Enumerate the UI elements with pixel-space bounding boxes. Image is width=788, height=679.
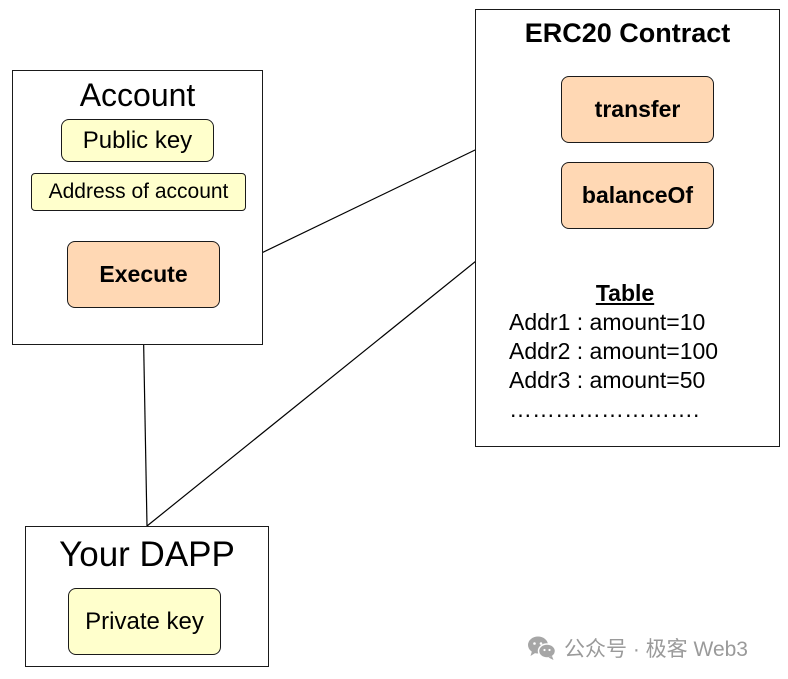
- balanceof-box[interactable]: balanceOf: [561, 162, 714, 229]
- public-key-box: Public key: [61, 119, 214, 162]
- address-label: Address of account: [48, 180, 229, 203]
- account-panel: Account Public key Address of account Ex…: [12, 70, 263, 345]
- private-key-box: Private key: [68, 588, 221, 655]
- balanceof-label: balanceOf: [581, 182, 694, 208]
- execute-label: Execute: [99, 261, 188, 287]
- account-title: Account: [79, 77, 196, 113]
- watermark-text: 公众号 · 极客 Web3: [564, 638, 748, 661]
- transfer-label: transfer: [594, 96, 681, 122]
- dapp-title: Your DAPP: [59, 535, 235, 574]
- address-box: Address of account: [31, 173, 246, 211]
- public-key-label: Public key: [82, 126, 193, 154]
- wechat-icon: [528, 636, 557, 660]
- table-title: Table: [595, 280, 655, 306]
- table-row: Addr3 : amount=50: [509, 367, 706, 393]
- contract-title: ERC20 Contract: [524, 18, 731, 48]
- balance-table: Table Addr1 : amount=10 Addr2 : amount=1…: [509, 279, 749, 424]
- table-row: …………………….: [509, 396, 700, 422]
- table-row: Addr2 : amount=100: [509, 338, 719, 364]
- transfer-box[interactable]: transfer: [561, 76, 714, 143]
- table-row: Addr1 : amount=10: [509, 309, 706, 335]
- dapp-panel: Your DAPP Private key: [25, 526, 269, 667]
- execute-box[interactable]: Execute: [67, 241, 220, 308]
- watermark: 公众号 · 极客 Web3: [527, 634, 748, 662]
- contract-panel: ERC20 Contract transfer balanceOf: [475, 9, 780, 447]
- private-key-label: Private key: [85, 607, 204, 635]
